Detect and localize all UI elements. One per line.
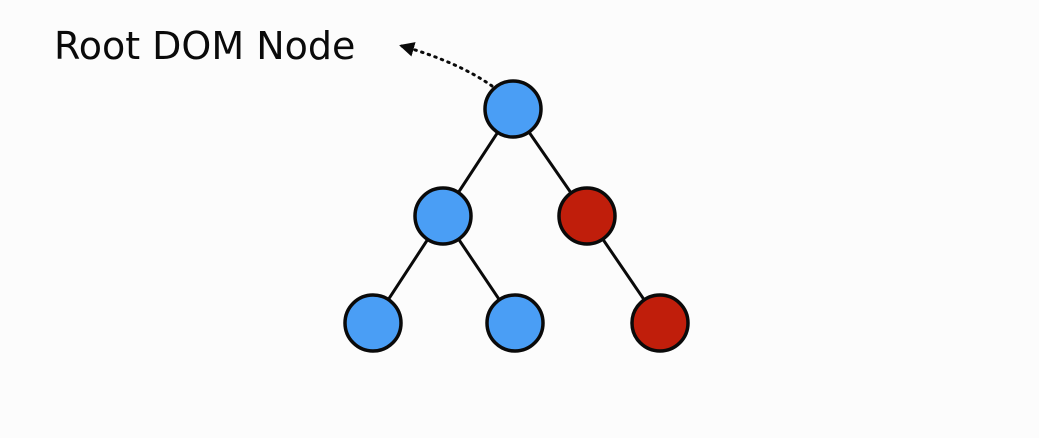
tree-node-left-child <box>413 186 473 246</box>
tree-node-right-child <box>557 186 617 246</box>
tree-node-right-right-leaf <box>630 293 690 353</box>
tree-node-left-left-leaf <box>343 293 403 353</box>
root-callout-arrow <box>399 42 494 88</box>
tree-node-root <box>483 79 543 139</box>
root-dom-node-label: Root DOM Node <box>54 24 355 68</box>
tree-nodes <box>343 79 690 353</box>
tree-node-left-right-leaf <box>485 293 545 353</box>
